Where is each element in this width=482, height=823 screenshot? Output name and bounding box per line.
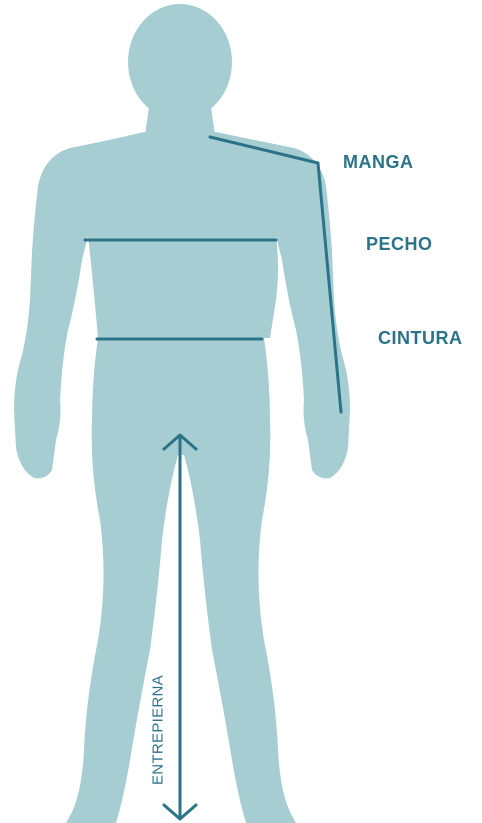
- pecho-label: PECHO: [366, 234, 433, 255]
- body-silhouette: [14, 4, 350, 823]
- cintura-label: CINTURA: [378, 328, 463, 349]
- entrepierna-label: ENTREPIERNA: [150, 675, 167, 785]
- manga-label: MANGA: [343, 152, 414, 173]
